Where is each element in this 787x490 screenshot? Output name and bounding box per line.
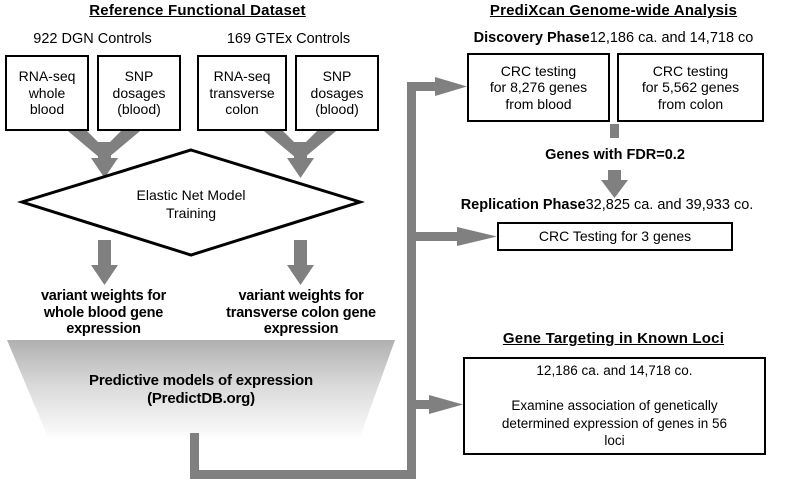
predictive-models-trapezoid (7, 340, 395, 437)
fdr-filter-label: Genes with FDR=0.2 (545, 147, 685, 163)
left-panel-title: Reference Functional Dataset (89, 2, 306, 19)
bottom-panel-title: Gene Targeting in Known Loci (502, 330, 725, 347)
predictive-models-text: Predictive models of expression(PredictD… (89, 372, 313, 407)
replication-phase-line: Replication Phase32,825 ca. and 39,933 c… (427, 197, 787, 213)
arrow-model-to-colon-weights (287, 240, 314, 285)
arrow-model-to-blood-weights (91, 240, 118, 285)
arrow-crc-boxes-to-fdr (610, 124, 619, 138)
gene-targeting-box: 12,186 ca. and 14,718 co. Examine associ… (463, 357, 766, 455)
predictive-models-label: Predictive models of expression(PredictD… (7, 372, 395, 408)
arrow-fdr-to-replication (601, 170, 628, 198)
right-panel-title: PrediXcan Genome-wide Analysis (489, 2, 738, 19)
cohort-label-dgn: 922 DGN Controls (33, 31, 152, 47)
cohort-label-gtex: 169 GTEx Controls (226, 31, 351, 47)
elastic-net-diamond (16, 148, 366, 257)
main-connector-bus (190, 77, 497, 479)
replication-phase-counts: 32,825 ca. and 39,933 co. (585, 197, 754, 213)
crc-testing-3-genes-text: CRC Testing for 3 genes (538, 228, 692, 245)
replication-phase-label: Replication Phase (460, 197, 586, 213)
gene-targeting-text: 12,186 ca. and 14,718 co. Examine associ… (501, 363, 728, 449)
discovery-phase-line: Discovery Phase12,186 ca. and 14,718 co (440, 30, 787, 46)
discovery-phase-counts: 12,186 ca. and 14,718 co (589, 30, 754, 46)
crc-testing-3-genes-box: CRC Testing for 3 genes (497, 222, 733, 251)
discovery-phase-label: Discovery Phase (473, 30, 590, 46)
